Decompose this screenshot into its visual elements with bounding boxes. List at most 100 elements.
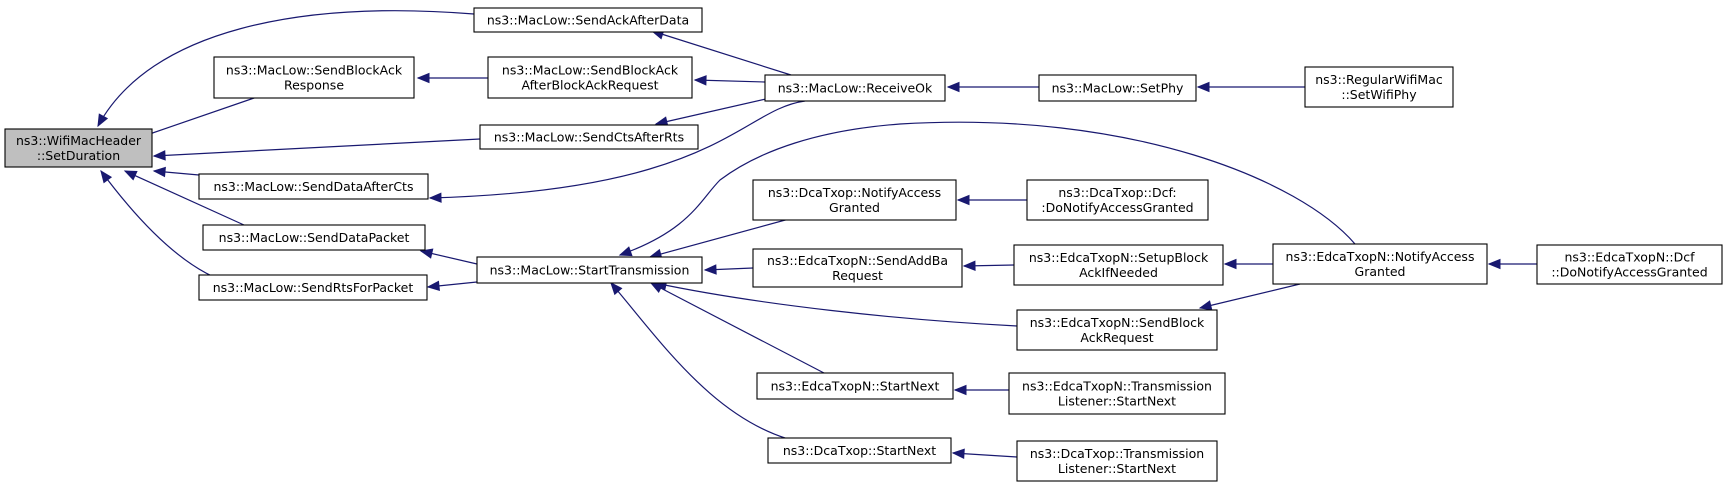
node-edcanotifyaccessgranted[interactable]: ns3::EdcaTxopN::NotifyAccessGranted <box>1272 243 1488 285</box>
edge-line <box>137 96 258 139</box>
node-sendrtsforpacket[interactable]: ns3::MacLow::SendRtsForPacket <box>198 274 428 301</box>
edge-line <box>1199 283 1301 309</box>
node-label: ns3::EdcaTxopN::SendAddBa <box>767 253 948 268</box>
node-receiveok[interactable]: ns3::MacLow::ReceiveOk <box>764 74 946 102</box>
node-box <box>756 372 954 400</box>
edge-dcadcfnotify-to-dcanotifyaccessgranted <box>956 194 1027 206</box>
edge-arrowhead <box>1487 258 1501 270</box>
edge-arrowhead <box>152 150 166 161</box>
node-senddatapacket[interactable]: ns3::MacLow::SendDataPacket <box>202 224 426 251</box>
node-sendackafterdata[interactable]: ns3::MacLow::SendAckAfterData <box>473 7 703 33</box>
edge-arrowhead <box>416 72 430 84</box>
node-dcanotifyaccessgranted[interactable]: ns3::DcaTxop::NotifyAccessGranted <box>752 179 957 221</box>
edges-layer <box>97 10 1537 459</box>
node-senddataaftercts[interactable]: ns3::MacLow::SendDataAfterCts <box>198 173 429 200</box>
edge-arrowhead <box>649 282 664 293</box>
node-label: ns3::MacLow::SendDataAfterCts <box>214 179 414 194</box>
edge-line <box>610 282 811 445</box>
edge-edcasendaddba-to-starttransmission <box>703 264 754 275</box>
edge-arrowhead <box>97 113 109 128</box>
node-box <box>767 437 952 464</box>
node-label: ns3::DcaTxop::NotifyAccess <box>768 185 941 200</box>
node-label: AckRequest <box>1080 330 1153 345</box>
edge-arrowhead <box>1223 258 1237 270</box>
edge-arrowhead <box>962 260 976 272</box>
edge-setphy-to-receiveok <box>946 81 1039 93</box>
edge-arrowhead <box>123 170 138 181</box>
edge-arrowhead <box>703 264 717 275</box>
node-box <box>752 248 963 288</box>
edge-receiveok-to-sendctsafterrts <box>654 97 771 127</box>
node-label: ns3::WifiMacHeader <box>16 133 142 148</box>
edge-arrowhead <box>946 81 960 93</box>
node-box <box>1013 244 1224 286</box>
node-label: ns3::MacLow::SendDataPacket <box>219 230 410 245</box>
node-edcastartnext[interactable]: ns3::EdcaTxopN::StartNext <box>756 372 954 400</box>
edge-edcasendblockackrequest-to-starttransmission <box>653 280 1018 327</box>
edge-arrowhead <box>426 280 440 292</box>
edge-arrowhead <box>100 169 113 184</box>
node-box <box>487 56 693 99</box>
node-label: ns3::MacLow::SetPhy <box>1052 81 1184 96</box>
node-label: ns3::MacLow::ReceiveOk <box>778 81 933 96</box>
edge-arrowhead <box>618 246 633 257</box>
node-box <box>479 124 699 150</box>
node-label: ns3::RegularWifiMac <box>1315 72 1443 87</box>
edge-edcanotifyaccessgranted-to-edcasendblockackrequest <box>1198 283 1301 311</box>
edge-edcanotifyaccessgranted-to-starttransmission <box>618 121 1356 257</box>
edge-arrowhead <box>1196 81 1210 93</box>
edge-sendblockackafterbar-to-sendblockackresponse <box>416 72 488 84</box>
node-dcadcfnotify[interactable]: ns3::DcaTxop::Dcf::DoNotifyAccessGranted <box>1026 179 1209 221</box>
edge-line <box>650 282 825 374</box>
edge-edcasetupblockack-to-edcasendaddba <box>962 260 1015 272</box>
node-label: ns3::MacLow::SendBlockAck <box>502 63 679 78</box>
edge-dcanotifyaccessgranted-to-starttransmission <box>648 218 790 260</box>
node-setduration[interactable]: ns3::WifiMacHeader::SetDuration <box>4 128 153 168</box>
edge-dcastartnext-to-starttransmission <box>610 281 811 445</box>
edge-line <box>619 121 1356 256</box>
edge-sendackafterdata-to-setduration <box>97 10 475 128</box>
node-label: ns3::EdcaTxopN::SendBlock <box>1030 315 1205 330</box>
node-edcatlstartnext[interactable]: ns3::EdcaTxopN::TransmissionListener::St… <box>1008 372 1226 415</box>
node-label: ns3::MacLow::SendRtsForPacket <box>213 280 414 295</box>
node-starttransmission[interactable]: ns3::MacLow::StartTransmission <box>476 256 703 284</box>
node-box <box>752 179 957 221</box>
node-sendctsafterrts[interactable]: ns3::MacLow::SendCtsAfterRts <box>479 124 699 150</box>
edge-sendctsafterrts-to-setduration <box>152 138 481 161</box>
edge-arrowhead <box>693 75 707 86</box>
node-dcatlstartnext[interactable]: ns3::DcaTxop::TransmissionListener::Star… <box>1016 440 1218 482</box>
node-box <box>1026 179 1209 221</box>
node-label: ::DoNotifyAccessGranted <box>1551 265 1707 280</box>
edge-line <box>655 97 771 125</box>
node-box <box>4 128 153 168</box>
edge-arrowhead <box>428 192 442 203</box>
edge-line <box>97 10 475 127</box>
node-box <box>198 173 429 200</box>
node-label: ns3::DcaTxop::StartNext <box>783 443 936 458</box>
edge-dcatlstartnext-to-dcastartnext <box>951 448 1018 459</box>
node-label: AfterBlockAckRequest <box>521 78 658 93</box>
node-dcastartnext[interactable]: ns3::DcaTxop::StartNext <box>767 437 952 464</box>
node-box <box>213 56 415 99</box>
node-box <box>198 274 428 301</box>
node-box <box>1304 66 1454 108</box>
node-box <box>476 256 703 284</box>
edge-arrowhead <box>1198 300 1213 311</box>
edge-senddatapacket-to-setduration <box>123 170 245 226</box>
edge-arrowhead <box>953 384 967 396</box>
node-sendblockackafterbar[interactable]: ns3::MacLow::SendBlockAckAfterBlockAckRe… <box>487 56 693 99</box>
node-regularsetwifiphy[interactable]: ns3::RegularWifiMac::SetWifiPhy <box>1304 66 1454 108</box>
edge-arrowhead <box>610 281 623 296</box>
edge-arrowhead <box>419 248 434 259</box>
node-label: ::SetDuration <box>37 148 120 163</box>
node-box <box>1536 244 1723 285</box>
node-label: ns3::EdcaTxopN::Dcf <box>1564 250 1695 265</box>
node-label: Response <box>284 78 344 93</box>
node-edcadcfnotify[interactable]: ns3::EdcaTxopN::Dcf::DoNotifyAccessGrant… <box>1536 244 1723 285</box>
node-box <box>473 7 703 33</box>
node-setphy[interactable]: ns3::MacLow::SetPhy <box>1038 74 1197 102</box>
